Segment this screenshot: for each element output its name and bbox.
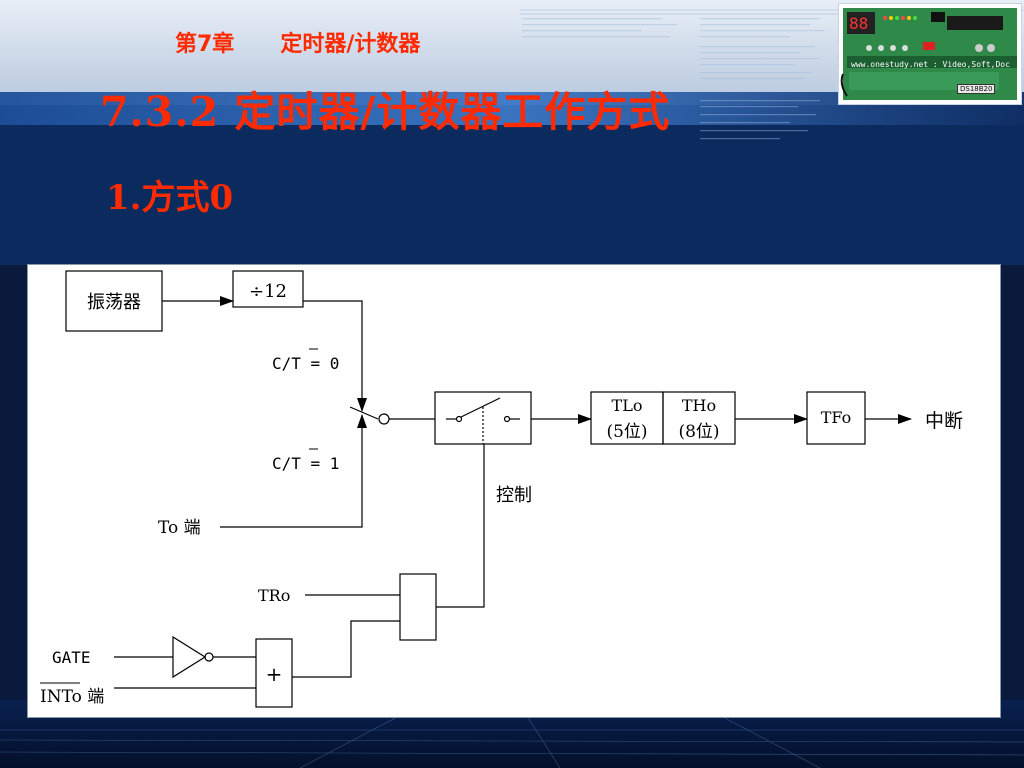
tr0-label: TRo bbox=[258, 586, 290, 605]
chapter-heading: 第7章 定时器/计数器 bbox=[175, 26, 420, 58]
control-label: 控制 bbox=[496, 485, 532, 506]
board-url-text: www.onestudy.net : Video,Soft,Doc bbox=[851, 60, 1010, 69]
control-switch-right-contact bbox=[503, 415, 511, 423]
chapter-number: 第7章 bbox=[175, 32, 235, 57]
int0-label: INTo 端 bbox=[40, 687, 104, 707]
board-chip-label: DS18B20 bbox=[957, 84, 996, 94]
control-switch-blade bbox=[460, 397, 501, 418]
svg-text:88: 88 bbox=[849, 14, 868, 33]
interrupt-label: 中断 bbox=[925, 410, 963, 432]
oscillator-label: 振荡器 bbox=[87, 292, 141, 313]
chapter-name: 定时器/计数器 bbox=[280, 32, 421, 57]
t0-input-line bbox=[220, 414, 367, 528]
control-line bbox=[436, 444, 485, 608]
or-to-and-line bbox=[292, 620, 400, 678]
selector-switch-pivot bbox=[378, 413, 390, 425]
tf0-flag-box bbox=[806, 391, 866, 445]
tf0-label: TFo bbox=[821, 408, 852, 427]
timer-mode0-diagram: 振荡器 ÷12 C/T = 0 C/T = 1 To 端 控制 TLo (5位)… bbox=[40, 270, 963, 708]
not-gate-triangle bbox=[172, 635, 207, 679]
ct0-label: C/T = 0 bbox=[272, 354, 339, 373]
tl0-bits: (5位) bbox=[606, 422, 647, 442]
control-switch-left-contact bbox=[455, 415, 463, 423]
or-gate-symbol: + bbox=[266, 662, 283, 686]
gate-label: GATE bbox=[52, 648, 91, 667]
dev-board-photo: 88 www.onestudy.net : Video,Soft,Doc DS1… bbox=[838, 3, 1022, 105]
divider-box bbox=[232, 270, 304, 308]
slide-subtitle: 1.方式0 bbox=[106, 178, 234, 218]
tl0-name: TLo bbox=[612, 396, 643, 415]
th0-bits: (8位) bbox=[678, 422, 719, 442]
th0-register bbox=[662, 391, 736, 445]
not-gate-bubble bbox=[204, 652, 214, 662]
slide-title: 7.3.2 定时器/计数器工作方式 bbox=[100, 88, 671, 136]
th0-name: THo bbox=[682, 396, 716, 415]
selector-switch-blade bbox=[349, 406, 379, 420]
divider-output-line bbox=[303, 300, 367, 412]
divider-label: ÷12 bbox=[249, 281, 287, 302]
or-gate-box bbox=[255, 638, 293, 708]
timer-mode0-diagram-panel: 振荡器 ÷12 C/T = 0 C/T = 1 To 端 控制 TLo (5位)… bbox=[27, 264, 1001, 718]
t0-pin-label: To 端 bbox=[158, 518, 201, 538]
ct1-label: C/T = 1 bbox=[272, 454, 339, 473]
and-gate-box bbox=[399, 573, 437, 641]
